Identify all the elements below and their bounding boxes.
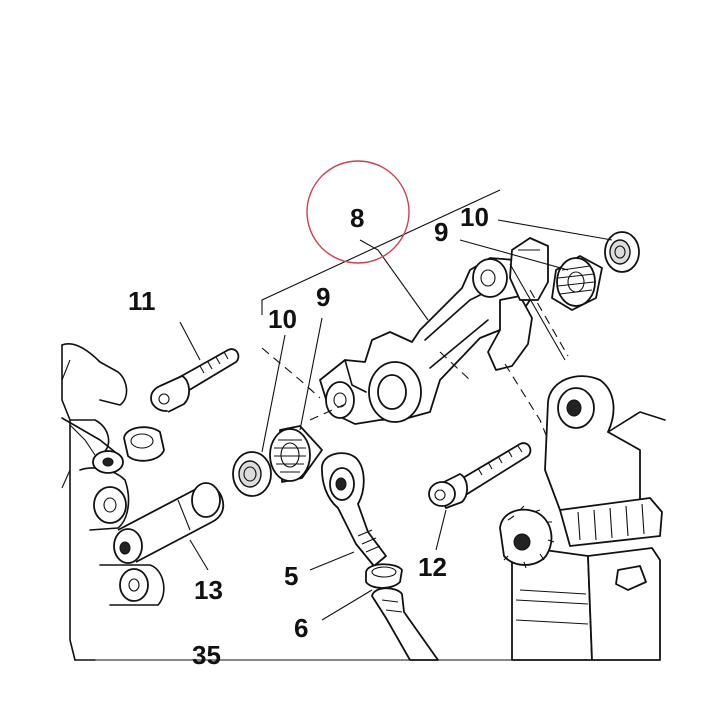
rod-end-5: [321, 452, 387, 567]
seal-ring-10-top: [604, 231, 640, 273]
label-part-8: 8: [350, 203, 364, 233]
assembly-axes: [261, 289, 569, 441]
label-part-13: 13: [194, 575, 223, 605]
lock-nut-6: [365, 563, 403, 589]
label-part-9-top: 9: [434, 217, 448, 247]
needle-bearing-9-mid: [269, 425, 323, 483]
pull-rod: [371, 587, 439, 661]
highlight-circle: [306, 160, 410, 264]
nut-and-washer: [61, 417, 165, 474]
bushing-13: [113, 482, 225, 564]
shock-absorber: [499, 375, 666, 661]
needle-bearing-9-top: [551, 255, 603, 311]
label-part-11: 11: [128, 286, 156, 316]
bolt-12: [428, 442, 532, 509]
label-part-5: 5: [284, 561, 298, 591]
label-part-10-top: 10: [460, 202, 489, 232]
leader-lines: [179, 189, 613, 621]
label-part-9-mid: 9: [316, 282, 330, 312]
seal-ring-10-left: [232, 451, 272, 497]
label-part-10-left: 10: [268, 304, 297, 334]
rocker-link-8: [319, 237, 549, 425]
label-part-6: 6: [294, 613, 308, 643]
label-part-12: 12: [418, 552, 447, 582]
frame-housing: [61, 343, 165, 661]
bolt-11: [150, 348, 240, 413]
label-part-35: 35: [192, 640, 221, 670]
